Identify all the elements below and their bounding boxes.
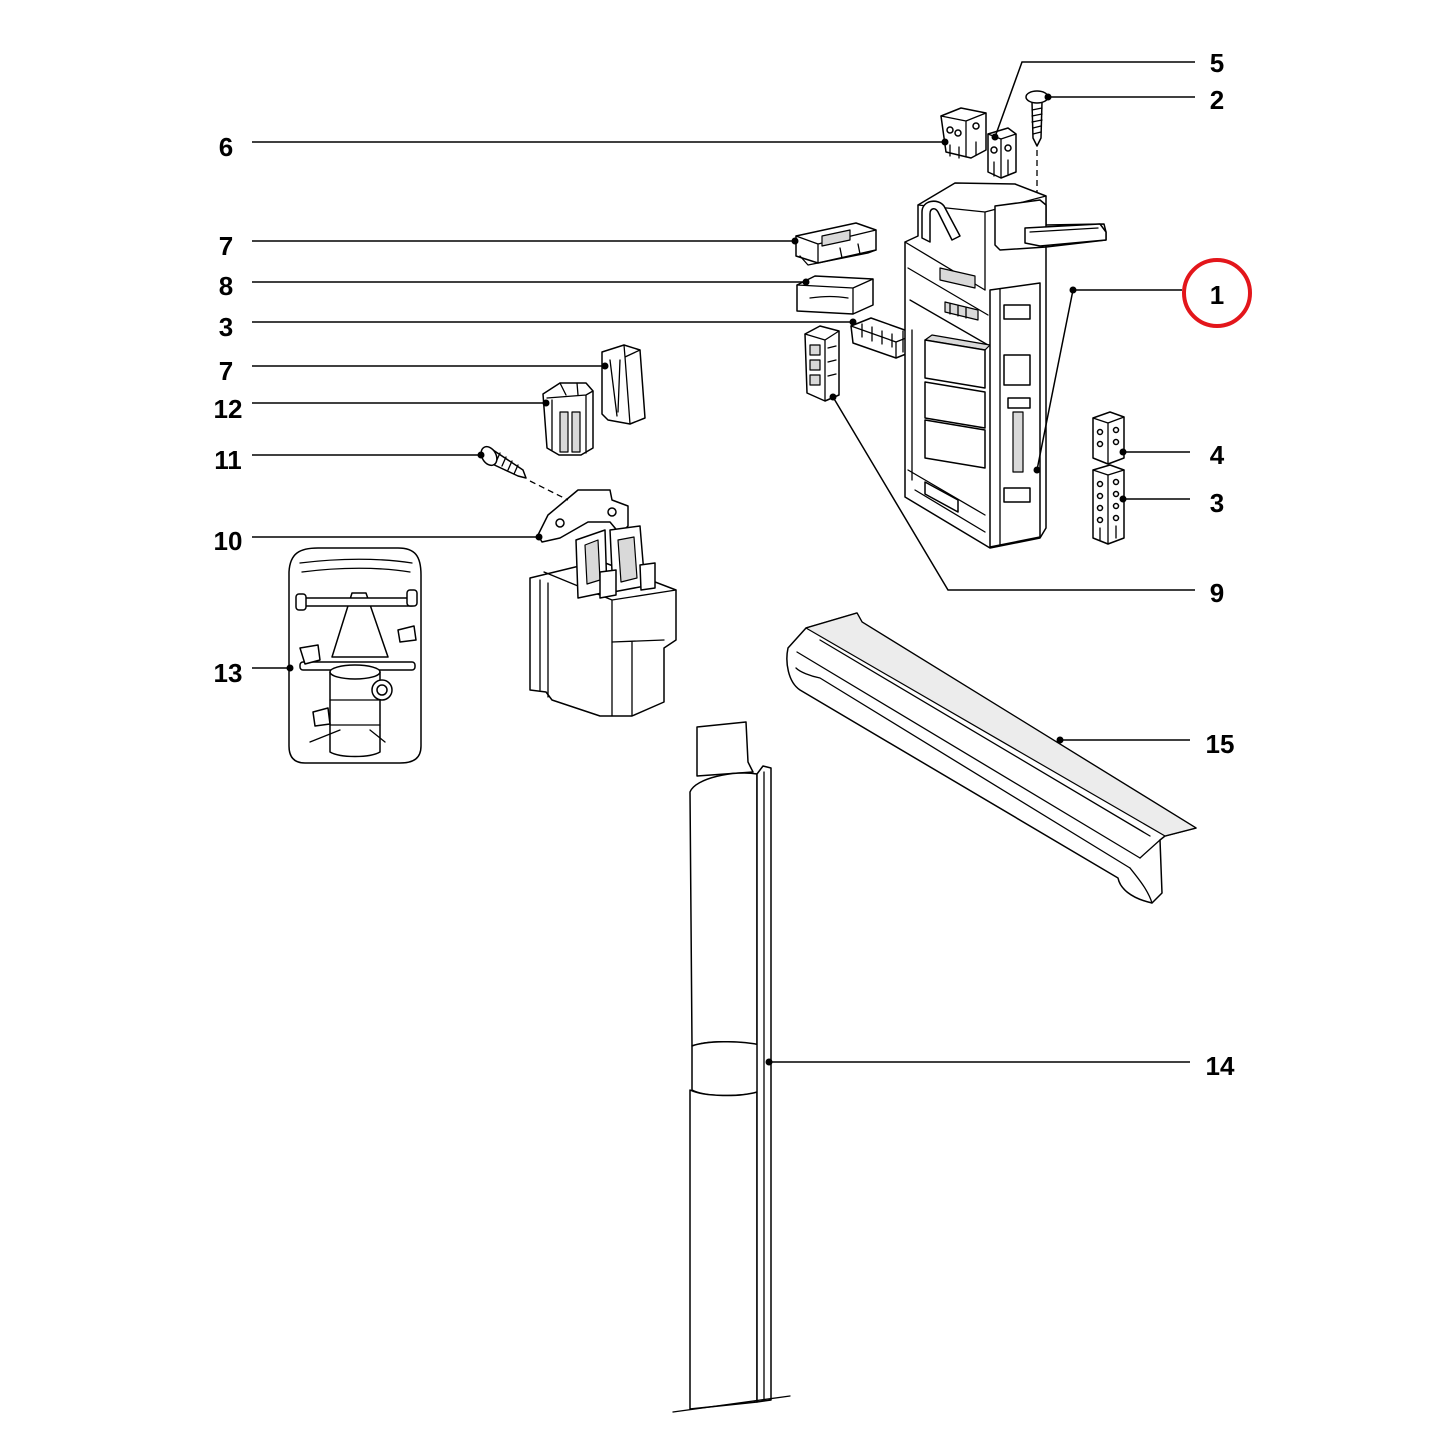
leader-dot xyxy=(1119,495,1127,503)
callout-label: 7 xyxy=(219,356,233,386)
part-7-upper-clip xyxy=(795,222,877,266)
callout-15: 15 xyxy=(1056,729,1235,759)
leader-dot xyxy=(535,533,543,541)
callout-label: 9 xyxy=(1210,578,1224,608)
leader-dot xyxy=(542,399,550,407)
callout-1: 1 xyxy=(1033,258,1252,474)
callout-label: 13 xyxy=(214,658,243,688)
callout-label: 8 xyxy=(219,271,233,301)
callout-10: 10 xyxy=(214,526,543,556)
part-11-screw xyxy=(480,445,569,501)
leader-dot xyxy=(802,278,810,286)
callout-label: 10 xyxy=(214,526,243,556)
part-1-module-housing xyxy=(904,182,1107,549)
part-9-terminal-strip xyxy=(804,325,840,402)
callout-label: 4 xyxy=(1210,440,1225,470)
callout-6: 6 xyxy=(219,132,949,162)
part-6-connector xyxy=(940,107,987,159)
leader-dot xyxy=(765,1058,773,1066)
callout-label: 14 xyxy=(1206,1051,1235,1081)
leader-dot xyxy=(1044,93,1052,101)
part-7-lower-clip xyxy=(601,344,646,425)
part-15-profile-strip xyxy=(786,612,1197,904)
callout-1-highlight-circle xyxy=(1182,258,1252,328)
leader-dot xyxy=(941,138,949,146)
part-2-screw xyxy=(1025,90,1049,205)
part-14-tube xyxy=(672,721,791,1413)
callout-12: 12 xyxy=(214,394,550,424)
part-3-left-terminal xyxy=(850,317,919,361)
leader-dot xyxy=(791,237,799,245)
callout-11: 11 xyxy=(214,445,485,475)
callout-7-upper: 7 xyxy=(219,231,799,261)
part-10-filter xyxy=(529,489,677,717)
callout-5: 5 xyxy=(991,48,1224,141)
callout-label: 2 xyxy=(1210,85,1224,115)
callout-3-left: 3 xyxy=(219,312,857,342)
leader-dot xyxy=(1033,466,1041,474)
leader-dot xyxy=(1056,736,1064,744)
callout-label: 7 xyxy=(219,231,233,261)
callout-label: 1 xyxy=(1210,280,1224,310)
callout-2: 2 xyxy=(1044,85,1224,115)
leader-line xyxy=(994,61,1195,138)
part-8-insert-block xyxy=(796,275,874,315)
callout-label: 5 xyxy=(1210,48,1224,78)
callout-label: 15 xyxy=(1206,729,1235,759)
leader-dot xyxy=(477,451,485,459)
callout-8: 8 xyxy=(219,271,810,301)
leader-dot xyxy=(601,362,609,370)
callout-7-lower: 7 xyxy=(219,356,609,386)
callout-label: 12 xyxy=(214,394,243,424)
leader-dot xyxy=(1119,448,1127,456)
part-4-connector xyxy=(1092,411,1125,465)
part-12-connector xyxy=(542,382,594,456)
callout-9: 9 xyxy=(829,393,1224,608)
callout-3-right: 3 xyxy=(1119,488,1224,518)
callout-label: 11 xyxy=(214,445,242,475)
part-3-right-terminal xyxy=(1092,464,1125,545)
leader-dot xyxy=(829,393,837,401)
callout-label: 3 xyxy=(1210,488,1224,518)
callout-label: 6 xyxy=(219,132,233,162)
callout-label: 3 xyxy=(219,312,233,342)
leader-dot xyxy=(849,318,857,326)
leader-dot xyxy=(286,664,294,672)
callout-4: 4 xyxy=(1119,440,1225,470)
leader-dot xyxy=(991,133,999,141)
leader-dot xyxy=(1069,286,1077,294)
leader-line xyxy=(832,396,1195,591)
callout-14: 14 xyxy=(765,1051,1235,1081)
part-13-mounting-plate xyxy=(288,547,422,764)
callout-13: 13 xyxy=(214,658,294,688)
